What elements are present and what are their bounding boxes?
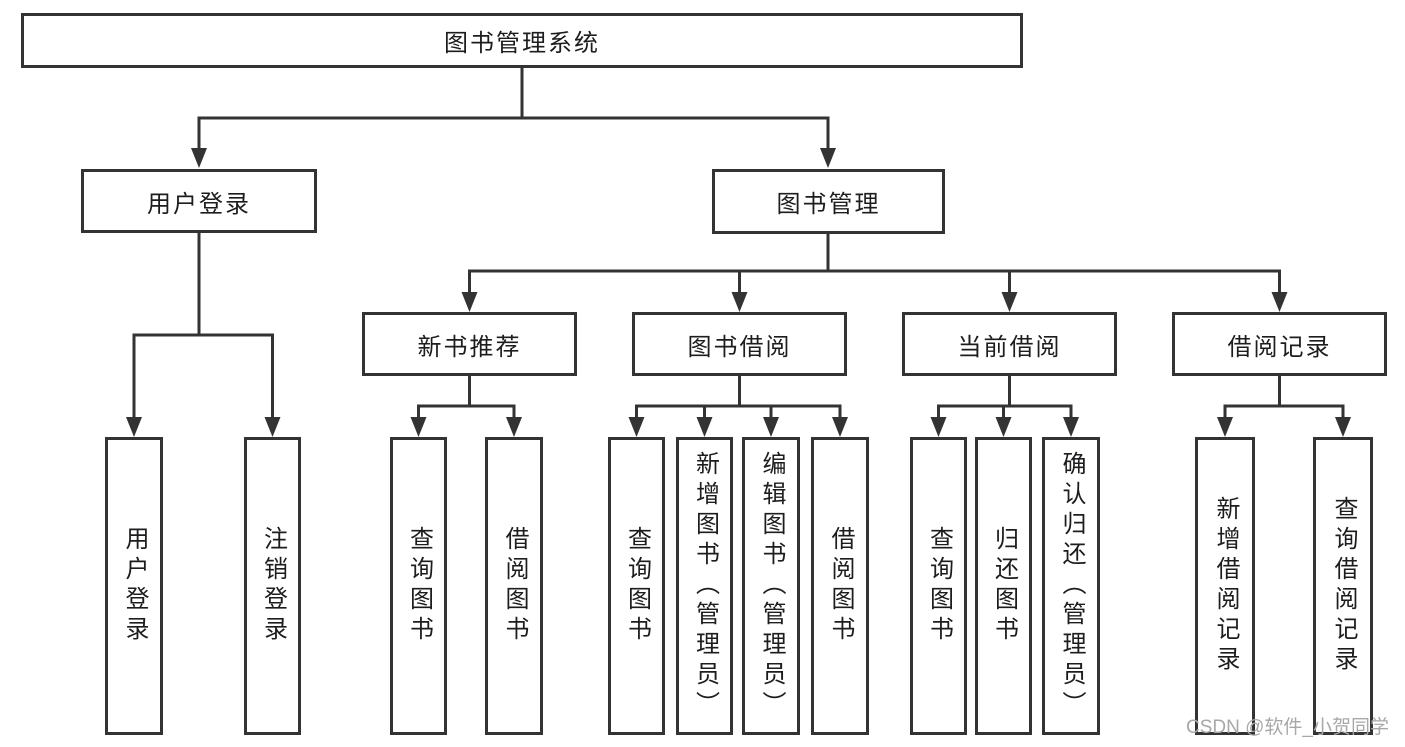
leaf-add-book-admin: 新增图书（管理员）: [676, 437, 733, 735]
leaf-borrow-book-recommend: 借阅图书: [485, 437, 543, 735]
leaf-borrow-book: 借阅图书: [811, 437, 869, 735]
watermark: CSDN @软件_小贺同学: [1186, 717, 1389, 738]
leaf-user-login-label: 用户登录: [121, 526, 148, 646]
leaf-add-book-admin-label: 新增图书（管理员）: [691, 451, 719, 721]
node-current-borrow-label: 当前借阅: [957, 333, 1062, 361]
leaf-add-borrow-record: 新增借阅记录: [1195, 437, 1255, 735]
node-current-borrow: 当前借阅: [902, 312, 1117, 376]
connector-borrow-records-children: [1217, 374, 1351, 437]
leaf-return-book: 归还图书: [975, 437, 1032, 735]
leaf-query-borrow-record-label: 查询借阅记录: [1330, 496, 1357, 676]
leaf-confirm-return-admin: 确认归还（管理员）: [1042, 437, 1100, 735]
node-borrow-records: 借阅记录: [1172, 312, 1387, 376]
leaf-confirm-return-admin-label: 确认归还（管理员）: [1058, 451, 1085, 721]
leaf-user-login: 用户登录: [105, 437, 163, 735]
leaf-return-book-label: 归还图书: [990, 526, 1018, 646]
leaf-query-book-borrow-label: 查询图书: [623, 526, 651, 646]
leaf-query-book-recommend-label: 查询图书: [405, 526, 433, 646]
connector-current-borrow-children: [930, 374, 1079, 437]
leaf-query-borrow-record: 查询借阅记录: [1313, 437, 1373, 735]
leaf-query-book-current: 查询图书: [910, 437, 967, 735]
leaf-query-book-recommend: 查询图书: [390, 437, 447, 735]
node-book-management-label: 图书管理: [776, 191, 881, 218]
leaf-borrow-book-recommend-label: 借阅图书: [501, 526, 528, 646]
connector-root-children: [191, 66, 836, 168]
connector-user-login-children: [126, 231, 281, 437]
node-book-borrow-label: 图书借阅: [687, 333, 792, 361]
leaf-logout: 注销登录: [244, 437, 301, 735]
leaf-borrow-book-label: 借阅图书: [827, 526, 854, 646]
node-book-borrow: 图书借阅: [632, 312, 847, 376]
node-user-login: 用户登录: [81, 169, 317, 233]
connector-book-mgmt-children: [461, 232, 1288, 312]
connector-book-borrow-children: [628, 374, 848, 437]
node-new-book-recommend: 新书推荐: [362, 312, 577, 376]
leaf-query-book-borrow: 查询图书: [608, 437, 665, 735]
node-new-book-recommend-label: 新书推荐: [417, 333, 522, 361]
node-root: 图书管理系统: [21, 13, 1023, 68]
leaf-add-borrow-record-label: 新增借阅记录: [1212, 496, 1239, 676]
node-book-management: 图书管理: [712, 169, 945, 234]
node-root-label: 图书管理系统: [444, 30, 600, 57]
leaf-edit-book-admin-label: 编辑图书（管理员）: [758, 451, 785, 721]
leaf-query-book-current-label: 查询图书: [925, 526, 953, 646]
leaf-logout-label: 注销登录: [259, 526, 287, 646]
node-borrow-records-label: 借阅记录: [1227, 333, 1332, 361]
connector-new-book-rec-children: [410, 374, 522, 437]
node-user-login-label: 用户登录: [147, 190, 251, 218]
leaf-edit-book-admin: 编辑图书（管理员）: [742, 437, 800, 735]
